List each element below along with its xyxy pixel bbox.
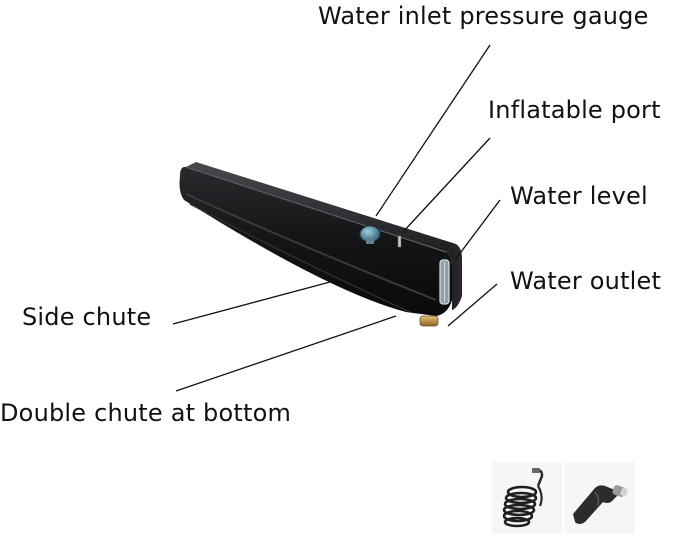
leader-lines (172, 44, 501, 392)
leader-water-inlet (375, 44, 491, 217)
leader-water-level (454, 199, 501, 261)
side-chute-groove (185, 193, 437, 301)
water-outlet-fitting (419, 315, 439, 327)
pressure-gauge-stem (366, 238, 374, 244)
bottom-chute-groove (189, 203, 411, 313)
inflatable-port-valve (397, 235, 402, 248)
label-double-chute-at-bottom: Double chute at bottom (0, 399, 292, 427)
leader-double-chute (175, 315, 397, 392)
spray-nozzle-icon (565, 462, 635, 534)
leader-inflatable-port (402, 137, 491, 233)
label-side-chute: Side chute (22, 303, 152, 331)
tank-end-face (446, 244, 462, 310)
label-water-outlet: Water outlet (510, 267, 662, 295)
spray-nozzle-drawing (573, 485, 628, 524)
label-inflatable-port: Inflatable port (488, 96, 661, 124)
tank-side-face (179, 166, 452, 316)
leader-water-outlet (447, 283, 498, 327)
coiled-hose-icon (492, 462, 562, 534)
tank-top-face (186, 162, 456, 252)
tank-top-edge (185, 166, 447, 253)
label-water-inlet-pressure-gauge: Water inlet pressure gauge (318, 2, 649, 30)
coiled-hose-drawing (502, 468, 544, 528)
label-water-level: Water level (510, 182, 648, 210)
leader-side-chute (172, 281, 331, 325)
